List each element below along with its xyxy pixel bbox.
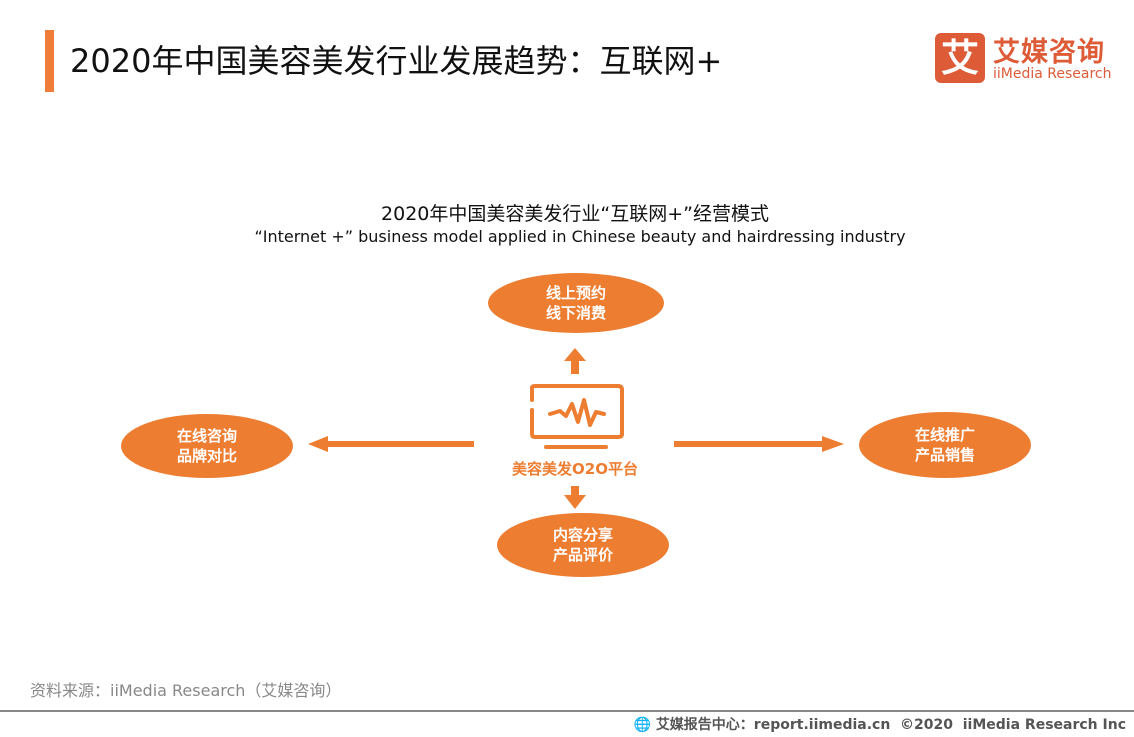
node-line: 内容分享 (552, 526, 613, 544)
diagram-title: 2020年中国美容美发行业“互联网+”经营模式 (381, 203, 769, 225)
monitor-pulse-icon (530, 384, 624, 449)
arrow-right-shaft (674, 441, 824, 447)
node-content-sharing: 内容分享 产品评价 (497, 513, 669, 577)
arrow-up-head (564, 348, 586, 361)
node-online-consulting: 在线咨询 品牌对比 (121, 414, 293, 478)
arrow-left-shaft (326, 441, 474, 447)
node-line: 品牌对比 (176, 447, 237, 465)
node-line: 线下消费 (545, 304, 606, 322)
arrow-up-shaft (571, 360, 579, 374)
footer-text: 艾媒报告中心：report.iimedia.cn ©2020 iiMedia R… (655, 717, 1126, 733)
arrow-left-head (308, 436, 328, 452)
footer: 🌐 艾媒报告中心：report.iimedia.cn ©2020 iiMedia… (634, 714, 1127, 734)
globe-icon: 🌐 (633, 717, 651, 733)
page-title: 2020年中国美容美发行业发展趋势：互联网+ (70, 42, 723, 80)
arrow-down-shaft (571, 486, 579, 496)
logo-en: iiMedia Research (993, 66, 1112, 82)
diagram-subtitle: “Internet +” business model applied in C… (254, 227, 906, 246)
node-line: 在线推广 (914, 426, 975, 444)
source-note: 资料来源：iiMedia Research（艾媒咨询） (30, 681, 342, 700)
node-line: 线上预约 (545, 284, 606, 302)
logo-cn: 艾媒咨询 (993, 37, 1105, 68)
node-online-promotion: 在线推广 产品销售 (859, 412, 1031, 478)
node-line: 产品评价 (552, 546, 613, 564)
footer-divider (0, 710, 1134, 712)
arrow-right-head (822, 436, 844, 452)
arrow-down-head (564, 495, 586, 509)
node-online-booking: 线上预约 线下消费 (488, 273, 664, 333)
title-accent-bar (45, 30, 54, 92)
node-line: 在线咨询 (176, 427, 237, 445)
o2o-platform-label: 美容美发O2O平台 (512, 460, 638, 478)
node-line: 产品销售 (914, 446, 975, 464)
logo-icon: 艾 (935, 33, 985, 83)
